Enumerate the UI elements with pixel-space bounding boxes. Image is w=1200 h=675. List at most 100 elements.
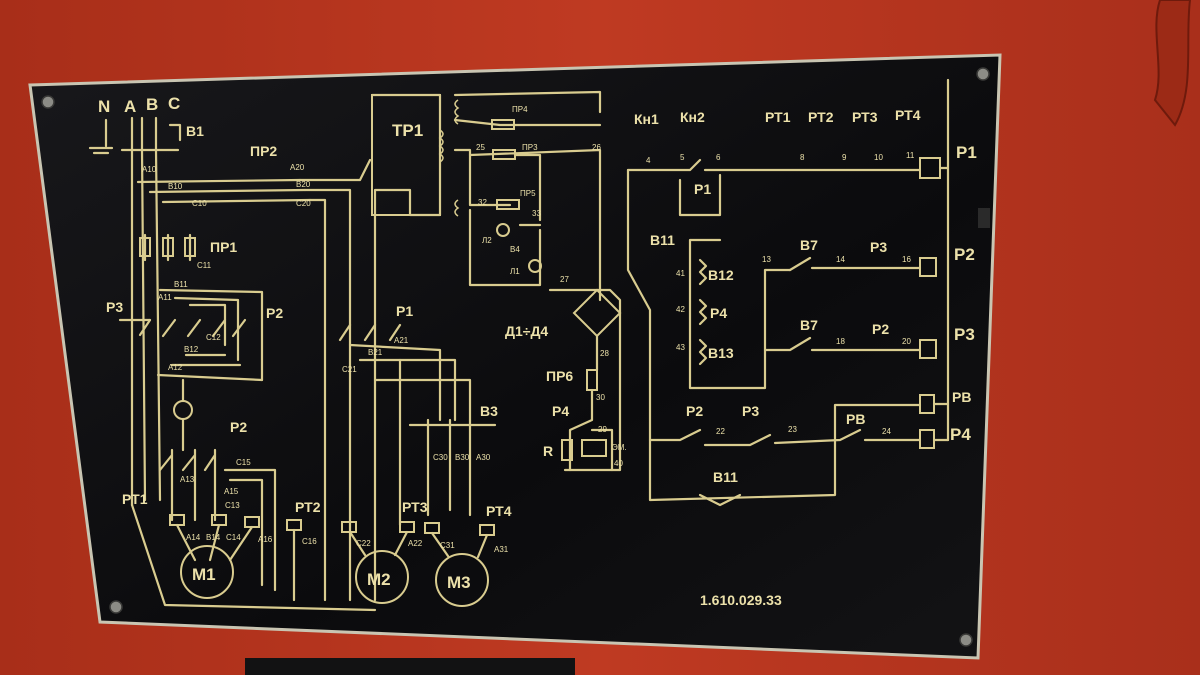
wire-number: A21 — [394, 336, 409, 345]
motor-m1-symbol — [180, 545, 234, 599]
wire-number: 23 — [788, 425, 797, 434]
wire-number: A15 — [224, 487, 239, 496]
label-pb-right: РВ — [952, 389, 971, 405]
label-r: R — [543, 443, 553, 459]
wire-number: C31 — [440, 541, 455, 550]
label-p1-mid: Р1 — [396, 303, 413, 319]
label-em: ЭМ. — [612, 443, 627, 452]
wire — [468, 148, 602, 302]
wire-number: 40 — [614, 459, 623, 468]
wire — [468, 208, 542, 287]
wire-number: A20 — [290, 163, 305, 172]
fuse — [162, 237, 174, 257]
label-rt1-top: РТ1 — [765, 109, 791, 125]
wire — [338, 323, 402, 342]
wire — [698, 493, 742, 507]
wire-number: A10 — [142, 165, 157, 174]
label-b4: В4 — [510, 245, 520, 254]
wire — [678, 173, 722, 217]
wire-number: B30 — [455, 453, 470, 462]
plate-screws — [41, 67, 990, 647]
wire-number: C13 — [225, 501, 240, 510]
label-rt4-top: РТ4 — [895, 107, 921, 123]
label-pr1: ПР1 — [210, 239, 237, 255]
label-rt3: РТ3 — [402, 499, 428, 515]
wire-number: 24 — [882, 427, 891, 436]
wire-number: 4 — [646, 156, 651, 165]
motor-m3-symbol — [435, 553, 489, 607]
wire-number: 9 — [842, 153, 847, 162]
wire-number: C22 — [356, 539, 371, 548]
label-pb-mid: РВ — [846, 411, 865, 427]
label-pr3: ПР3 — [522, 143, 538, 152]
wire — [626, 158, 922, 172]
wire — [568, 388, 614, 472]
label-rt4: РТ4 — [486, 503, 512, 519]
wire-number: 18 — [836, 337, 845, 346]
wire-number: C20 — [296, 199, 311, 208]
screw — [41, 95, 55, 109]
wire-number: 42 — [676, 305, 685, 314]
em-coil — [581, 439, 607, 457]
wire — [863, 402, 950, 442]
label-p2-left: Р2 — [266, 305, 283, 321]
wire-number: 25 — [476, 143, 485, 152]
wire-number: A14 — [186, 533, 201, 542]
schematic-wiring — [88, 78, 950, 612]
serial-number: 1.610.029.33 — [700, 592, 782, 608]
wire-number: 6 — [716, 153, 721, 162]
wire — [156, 353, 264, 382]
wire-number: 43 — [676, 343, 685, 352]
label-pr6: ПР6 — [546, 368, 573, 384]
wire — [788, 256, 922, 272]
label-m1: М1 — [192, 565, 216, 584]
wire — [688, 238, 792, 390]
label-b12: В12 — [708, 267, 734, 283]
wire — [833, 403, 922, 442]
red-cable-right — [1153, 0, 1192, 127]
wire-number: 28 — [600, 349, 609, 358]
wire-numbers: A20 B20 C20 A10 B10 C10 C11 A11 B11 A12 … — [142, 143, 915, 554]
wire-number: 26 — [592, 143, 601, 152]
wire-number: A31 — [494, 545, 509, 554]
label-p1-coil: Р1 — [694, 181, 711, 197]
wire-number: 5 — [680, 153, 685, 162]
wire-number: 8 — [800, 153, 805, 162]
wire-number: A30 — [476, 453, 491, 462]
wire — [223, 468, 277, 592]
wire-number: C11 — [197, 261, 212, 270]
lower-plate-edge — [245, 658, 575, 675]
wire-number: C15 — [236, 458, 251, 467]
wire-number: B11 — [174, 280, 188, 289]
wire-number: 41 — [676, 269, 685, 278]
resistor — [561, 439, 573, 461]
wire-number: 27 — [560, 275, 569, 284]
wire-number: 10 — [874, 153, 883, 162]
label-b1: B1 — [186, 123, 204, 139]
wire — [698, 258, 708, 366]
label-l1: Л1 — [510, 267, 520, 276]
wire-number: A22 — [408, 539, 423, 548]
side-clip — [978, 208, 990, 228]
label-b: B — [146, 95, 158, 114]
label-rt2-top: РТ2 — [808, 109, 834, 125]
transformer-tr1 — [371, 94, 441, 216]
label-p1-right: Р1 — [956, 143, 977, 162]
label-b3: В3 — [480, 403, 498, 419]
motor-m2-symbol — [355, 550, 409, 604]
wire-number: B20 — [296, 180, 311, 189]
wire-number: 14 — [836, 255, 845, 264]
wire-number: A11 — [158, 293, 172, 302]
lamp — [496, 223, 510, 237]
screw — [976, 67, 990, 81]
label-p2-lower: Р2 — [230, 419, 247, 435]
label-p2-right: Р2 — [954, 245, 975, 264]
label-p4-left: Р4 — [552, 403, 569, 419]
label-rt3-top: РТ3 — [852, 109, 878, 125]
wire — [348, 358, 489, 559]
wire-number: 33 — [532, 209, 541, 218]
label-rt1: РТ1 — [122, 491, 148, 507]
label-b11-top: В11 — [650, 232, 675, 248]
wire-number: 20 — [902, 337, 911, 346]
